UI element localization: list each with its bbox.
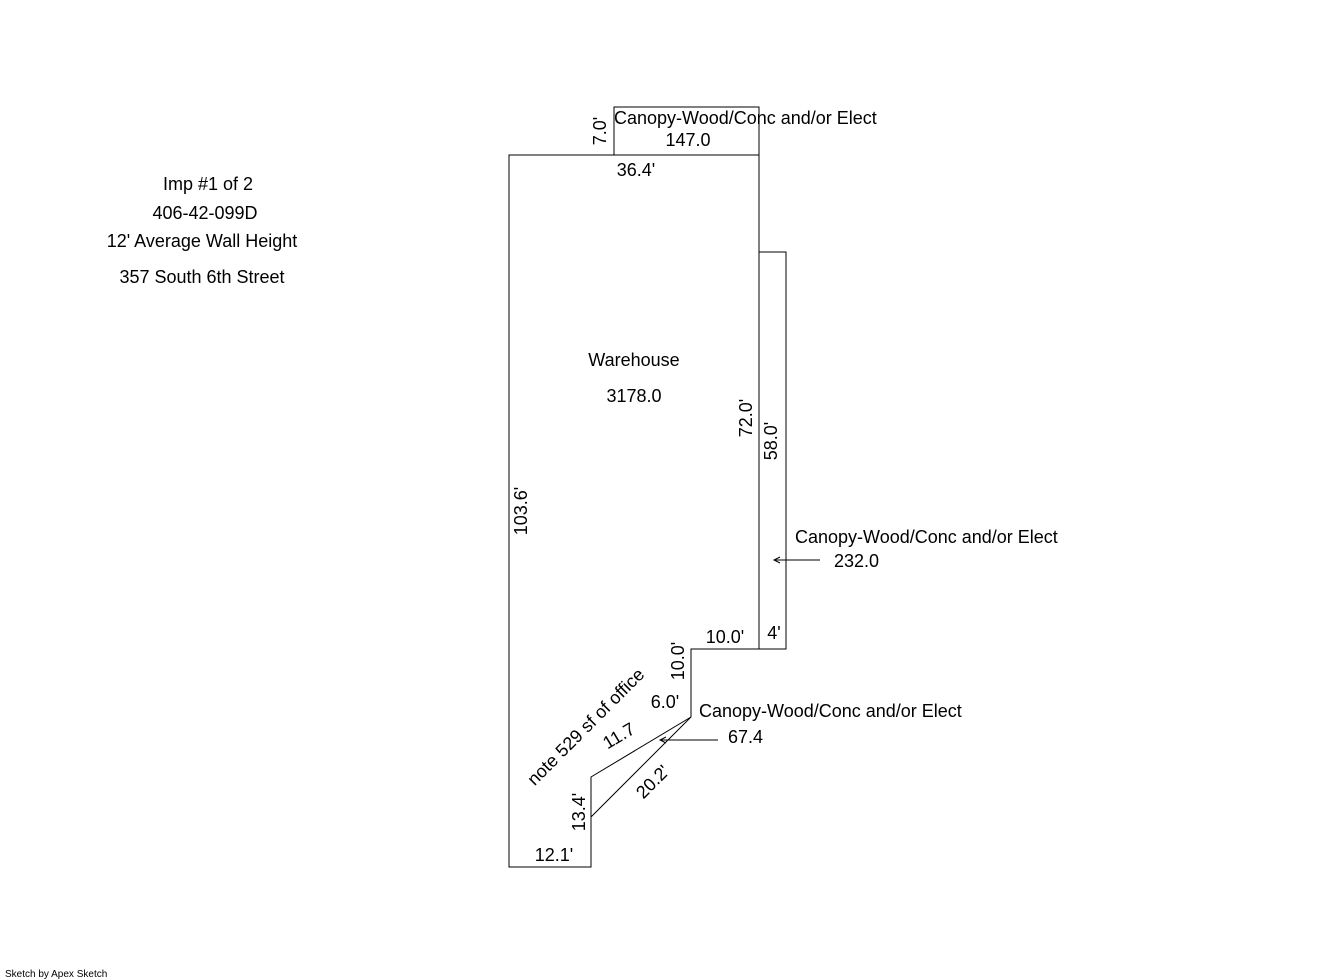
canopy-right-name: Canopy-Wood/Conc and/or Elect [795,527,1058,547]
dimension-right-canopy-width: 4' [767,623,780,643]
warehouse-name: Warehouse [588,350,679,370]
dimension-bottom-width: 12.1' [535,845,573,865]
dimension-right-wall: 72.0' [736,399,756,437]
wall-height: 12' Average Wall Height [107,231,298,251]
dimension-step-height: 10.0' [668,642,688,680]
street-address: 357 South 6th Street [119,267,284,287]
dimension-lower-left: 13.4' [569,793,589,831]
dimension-top-canopy-height: 7.0' [590,117,610,145]
dimension-left-wall: 103.6' [511,487,531,535]
arrow-head-bottom-canopy-icon [658,736,667,744]
canopy-bottom-outline [590,716,692,818]
dimension-small-step: 6.0' [651,692,679,712]
dimension-diagonal: 11.7 [599,719,638,754]
parcel-number: 406-42-099D [152,203,257,223]
sketch-credit: Sketch by Apex Sketch [5,969,107,980]
canopy-top-outline [613,106,760,156]
canopy-top-name: Canopy-Wood/Conc and/or Elect [614,108,877,128]
dimension-step-width: 10.0' [706,627,744,647]
arrow-head-right-canopy-icon [772,556,781,564]
canopy-right-area: 232.0 [834,551,879,571]
canopy-right-outline [759,251,787,650]
improvement-number: Imp #1 of 2 [163,174,253,194]
canopy-bottom-name: Canopy-Wood/Conc and/or Elect [699,701,962,721]
canopy-top-area: 147.0 [665,130,710,150]
canopy-bottom-area: 67.4 [728,727,763,747]
dimension-right-canopy-length: 58.0' [761,422,781,460]
warehouse-area: 3178.0 [606,386,661,406]
dimension-canopy-diagonal: 20.2' [632,761,673,802]
dimension-top-width: 36.4' [617,160,655,180]
